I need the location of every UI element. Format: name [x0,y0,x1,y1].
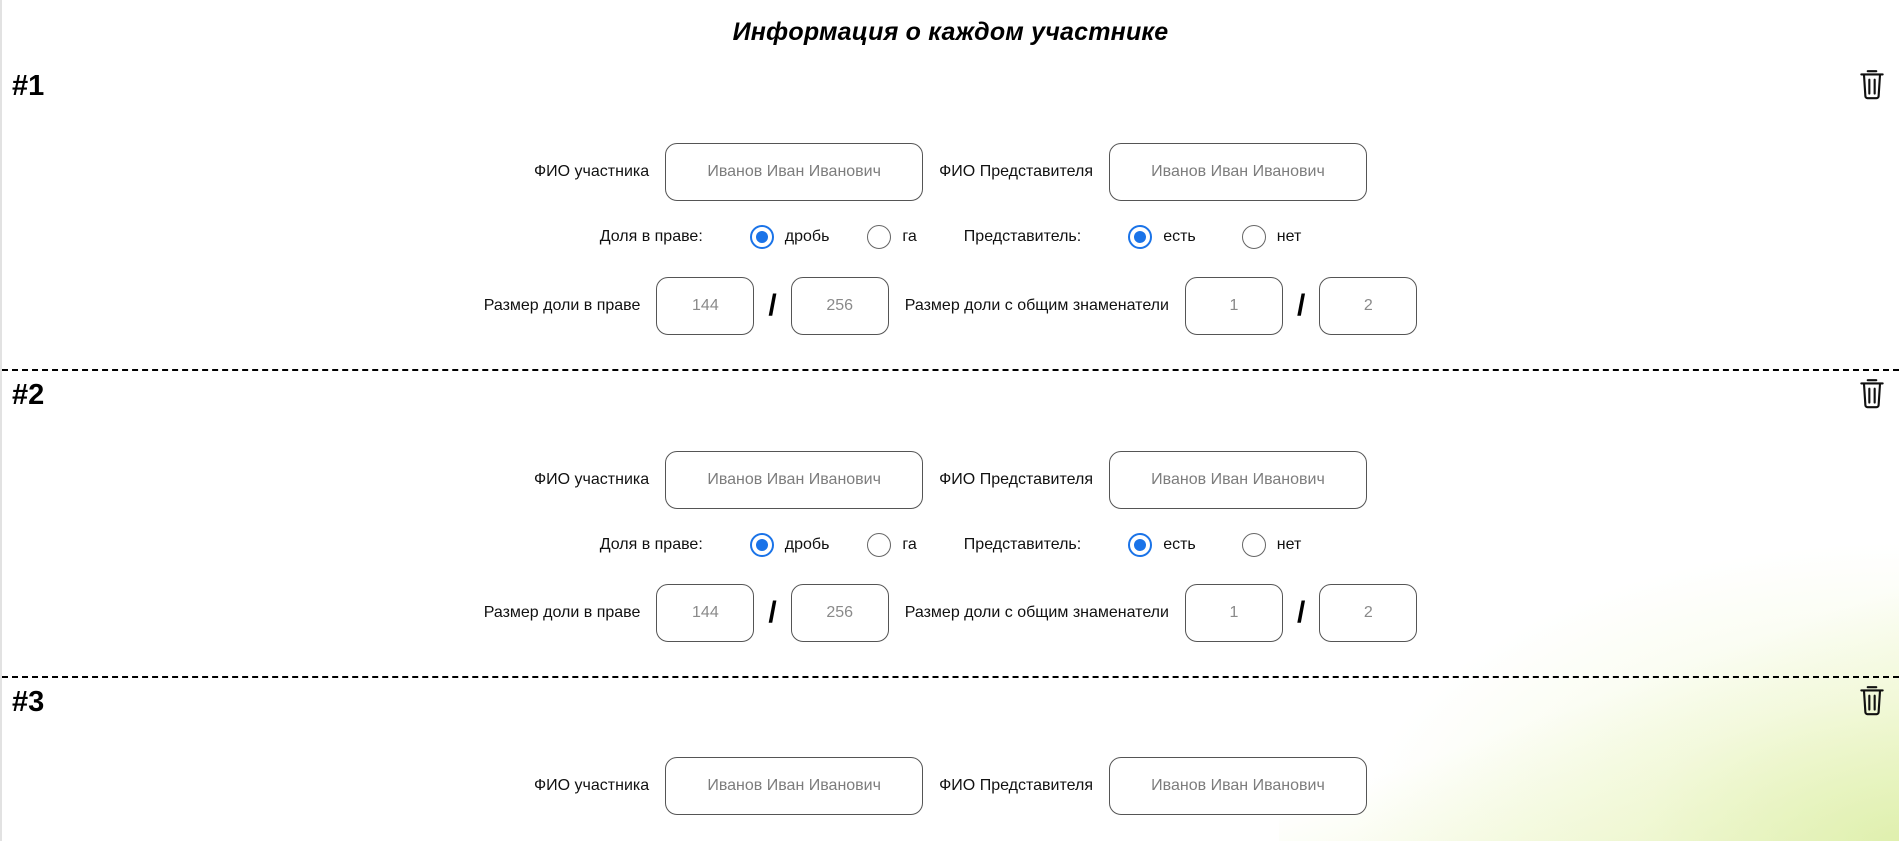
share-denominator-input[interactable] [790,277,889,335]
representative-no-option: нет [1276,536,1302,553]
fraction-slash: / [1296,596,1306,629]
representative-name-label: ФИО Представителя [939,163,1093,180]
representative-yes-radio[interactable] [1128,225,1153,249]
trash-icon[interactable] [1859,377,1885,409]
share-hectare-radio[interactable] [867,225,892,249]
representative-no-option: нет [1276,228,1302,245]
common-numerator-input[interactable] [1184,584,1283,642]
share-fraction-radio[interactable] [749,533,774,557]
representative-name-label: ФИО Представителя [939,777,1093,794]
fraction-slash: / [1296,289,1306,322]
representative-yes-option: есть [1163,536,1196,553]
share-size-label: Размер доли в праве [483,604,641,621]
share-type-label: Доля в праве: [599,536,703,553]
representative-name-label: ФИО Представителя [939,471,1093,488]
share-numerator-input[interactable] [656,277,755,335]
names-row: ФИО участника ФИО Представителя [2,757,1899,815]
share-fraction-radio[interactable] [749,225,774,249]
participant-number: #2 [12,379,45,411]
participant-name-label: ФИО участника [534,471,650,488]
share-size-row: Размер доли в праве / Размер доли с общи… [2,584,1899,642]
representative-name-input[interactable] [1108,757,1367,815]
participant-section-2: #2 ФИО участника ФИО Представителя Доля … [2,369,1899,678]
has-representative-label: Представитель: [963,536,1082,553]
representative-no-radio[interactable] [1241,533,1266,557]
participant-name-input[interactable] [665,757,924,815]
share-fraction-option: дробь [784,536,830,553]
common-denominator-label: Размер доли с общим знаменатели [904,604,1169,621]
options-row: Доля в праве: дробь га Представитель: ес… [2,222,1899,252]
participant-name-label: ФИО участника [534,777,650,794]
share-type-label: Доля в праве: [599,228,703,245]
options-row: Доля в праве: дробь га Представитель: ес… [2,530,1899,560]
share-fraction-option: дробь [784,228,830,245]
common-numerator-input[interactable] [1184,277,1283,335]
share-size-row: Размер доли в праве / Размер доли с общи… [2,277,1899,335]
trash-icon[interactable] [1859,68,1885,100]
participant-section-1: #1 ФИО участника ФИО Представителя Доля … [2,62,1899,372]
participant-name-input[interactable] [665,143,924,201]
participant-name-label: ФИО участника [534,163,650,180]
common-denominator-label: Размер доли с общим знаменатели [904,297,1169,314]
share-hectare-option: га [902,228,917,245]
representative-yes-option: есть [1163,228,1196,245]
names-row: ФИО участника ФИО Представителя [2,143,1899,201]
fraction-slash: / [768,596,777,629]
share-hectare-radio[interactable] [867,533,892,557]
participant-number: #1 [12,70,45,102]
share-numerator-input[interactable] [656,584,755,642]
representative-name-input[interactable] [1108,451,1367,509]
share-hectare-option: га [902,536,917,553]
participant-section-3: #3 ФИО участника ФИО Представителя [2,676,1899,841]
fraction-slash: / [768,289,777,322]
names-row: ФИО участника ФИО Представителя [2,451,1899,509]
page-title: Информация о каждом участнике [732,18,1169,46]
participant-number: #3 [12,686,45,718]
trash-icon[interactable] [1859,684,1885,716]
common-denominator-input[interactable] [1319,277,1418,335]
share-size-label: Размер доли в праве [483,297,641,314]
participant-name-input[interactable] [665,451,924,509]
share-denominator-input[interactable] [790,584,889,642]
representative-name-input[interactable] [1108,143,1367,201]
representative-no-radio[interactable] [1241,225,1266,249]
has-representative-label: Представитель: [963,228,1082,245]
representative-yes-radio[interactable] [1128,533,1153,557]
common-denominator-input[interactable] [1319,584,1418,642]
